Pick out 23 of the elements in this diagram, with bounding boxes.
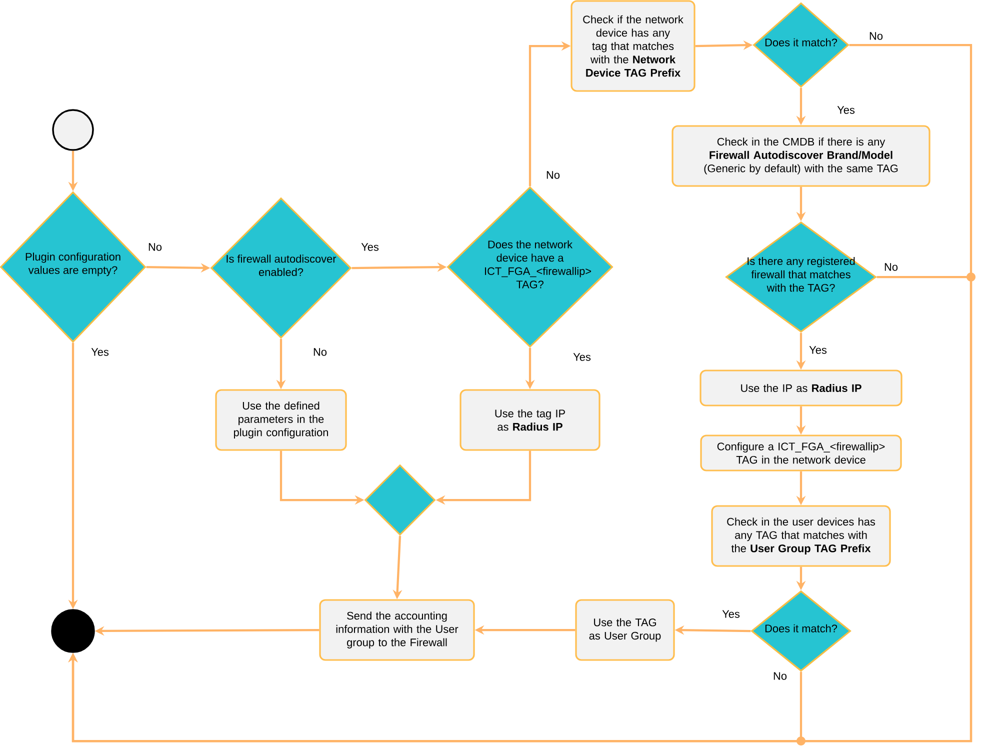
process-box: Use the TAG as User Group [575, 599, 675, 661]
edge-label: No [772, 670, 788, 682]
start-circle [52, 109, 94, 151]
process-box: Use the tag IP as Radius IP [460, 389, 600, 451]
edge-label: No [868, 30, 884, 42]
end-circle [51, 609, 95, 653]
edge-label: Yes [360, 242, 380, 252]
edge-label: No [146, 242, 164, 252]
edge-label: No [312, 346, 328, 358]
edge-label: No [882, 262, 900, 272]
edge-label: Yes [836, 104, 856, 116]
process-box: Check in the CMDB if there is any Firewall Autodiscover Brand/Model (Generic by default) with the same TAG [672, 125, 930, 187]
edge-label: Yes [808, 344, 828, 356]
edge-label: Yes [90, 346, 110, 358]
process-box: Use the defined parameters in the plugin configuration [215, 389, 347, 451]
process-box: Check in the user devices has any TAG that matches with the User Group TAG Prefix [711, 505, 891, 567]
edge-label: Yes [720, 608, 742, 620]
process-box: Configure a ICT_FGA_<firewallip> TAG in the network device [700, 434, 902, 472]
process-box: Use the IP as Radius IP [700, 370, 902, 406]
edge-label: No [544, 170, 562, 180]
edge-label: Yes [572, 352, 592, 362]
process-box: Send the accounting information with the User group to the Firewall [319, 599, 475, 661]
process-box: Check if the network device has any tag that matches with the Network Device TAG Prefix [570, 0, 696, 92]
